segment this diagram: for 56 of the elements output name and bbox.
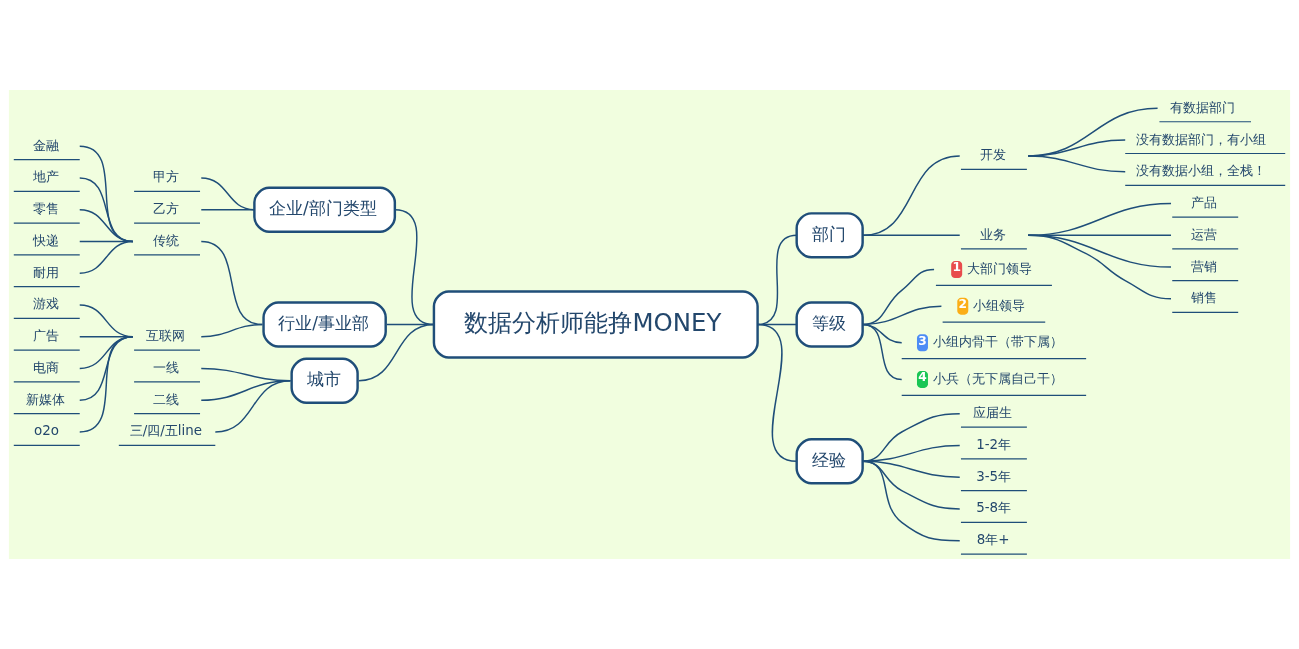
node-text: 产品 (1191, 195, 1218, 211)
connector (79, 177, 134, 243)
node-text: 5-8年 (976, 500, 1012, 516)
node-box: 等级 (795, 301, 864, 348)
node-box: 部门 (795, 212, 864, 259)
node-text: 游戏 (32, 296, 59, 312)
node-text: 金融 (32, 137, 59, 153)
connector (861, 444, 961, 463)
node-text: 三/四/五line (129, 423, 203, 439)
node-text: 零售 (32, 201, 59, 217)
node-text: 互联网 (146, 328, 186, 344)
connector (79, 145, 134, 243)
connector (1027, 234, 1172, 300)
node-text: 1-2年 (976, 436, 1012, 452)
connector (861, 155, 961, 237)
connector (861, 234, 961, 237)
node-text: 甲方 (153, 169, 180, 185)
node-text: 运营 (1191, 226, 1218, 242)
connector (358, 323, 435, 382)
node-text: 业务 (979, 226, 1006, 242)
node-text: 开发 (979, 147, 1006, 163)
node-text: 传统 (153, 232, 180, 248)
connector (200, 208, 256, 211)
connector (79, 240, 134, 274)
node-text: 3-5年 (976, 468, 1012, 484)
node-box: 数据分析师能挣MONEY (432, 290, 759, 359)
node-text: 应届生 (973, 405, 1013, 421)
node-box: 经验 (795, 438, 864, 485)
node-text: 电商 (32, 359, 59, 375)
connector (861, 412, 961, 463)
node-text: 地产 (32, 169, 59, 185)
node-text: 广告 (32, 328, 59, 344)
node-box: 城市 (290, 357, 359, 404)
node-text: 营销 (1191, 258, 1218, 274)
node-text: 没有数据部门，有小组 (1136, 131, 1267, 147)
node-text: 快递 (32, 232, 59, 248)
node-text: 没有数据小组，全栈！ (1136, 163, 1267, 179)
node-text: 有数据部门 (1170, 99, 1236, 115)
connector (79, 335, 134, 433)
connector (200, 177, 256, 211)
node-text: 乙方 (153, 201, 180, 217)
connector (756, 323, 798, 463)
node-text: 一线 (153, 359, 180, 375)
connector (861, 323, 903, 381)
node-text: 耐用 (32, 264, 59, 280)
node-text: 二线 (153, 391, 180, 407)
connector (1027, 155, 1126, 173)
connector (861, 460, 961, 542)
node-box: 企业/部门类型 (253, 186, 397, 233)
node-text: o2o (33, 423, 59, 439)
node-text: 销售 (1191, 290, 1218, 306)
node-box: 行业/事业部 (262, 301, 387, 348)
node-text: 新媒体 (26, 391, 65, 407)
node-text: 8年+ (976, 532, 1010, 548)
connector (214, 379, 292, 433)
connector (200, 323, 264, 338)
